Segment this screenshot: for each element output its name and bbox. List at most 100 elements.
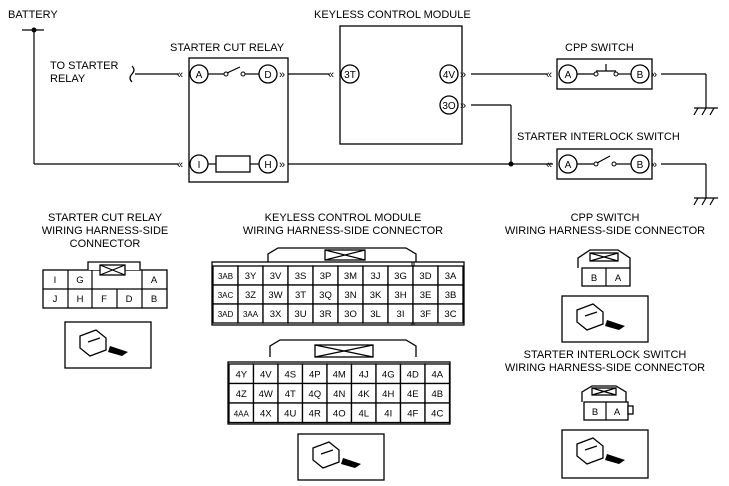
- kcm-lower-cell-label: 4E: [407, 389, 419, 400]
- keyless-module-label: KEYLESS CONTROL MODULE: [314, 9, 471, 21]
- kcm-upper-cell-label: 3L: [370, 309, 381, 320]
- cpp-pin-b-label: B: [637, 70, 644, 81]
- int-contact-right: [611, 161, 617, 167]
- kcm-upper-cell-label: 3P: [320, 271, 332, 282]
- kcm-pin-4v-label: 4V: [443, 70, 456, 81]
- kcm-upper-cell-label: 3B: [445, 290, 457, 301]
- cpp-b-bracket: »: [651, 69, 657, 81]
- kcm-upper-cell-label: 3AC: [218, 291, 234, 300]
- kcm-lower-cell-label: 4R: [309, 408, 321, 419]
- int-pin-b-label: B: [637, 160, 644, 171]
- kcm-upper-cell-label: 3D: [419, 271, 431, 282]
- interlock-connector-title-1: STARTER INTERLOCK SWITCH: [524, 349, 687, 361]
- relay-cell-r1-1: I: [54, 275, 57, 286]
- kcm-lower-cell-label: 4K: [358, 389, 370, 400]
- kcm-lower-cell-label: 4U: [284, 408, 296, 419]
- relay-connector-title-1: STARTER CUT RELAY: [48, 212, 163, 224]
- kcm-connector-title-2: WIRING HARNESS-SIDE CONNECTOR: [243, 225, 443, 237]
- kcm-upper-cell-label: 3F: [420, 309, 431, 320]
- wire-break-symbol: [129, 65, 135, 83]
- kcm-upper-cell-label: 3W: [268, 290, 282, 301]
- battery-label: BATTERY: [8, 9, 58, 21]
- relay-plug-view-icon: [64, 321, 152, 369]
- starter-cut-relay-label: STARTER CUT RELAY: [170, 42, 285, 54]
- relay-cell-r1-2: G: [76, 275, 83, 286]
- cpp-cell-1: B: [591, 273, 597, 284]
- relay-pin-a-label: A: [196, 70, 203, 81]
- kcm-upper-cell-label: 3A: [445, 271, 457, 282]
- kcm-pin-3o: [439, 95, 459, 115]
- kcm-3t-bracket: «: [328, 69, 334, 81]
- kcm-upper-cell-label: 3N: [344, 290, 356, 301]
- kcm-lower-cell-label: 4Y: [235, 369, 247, 380]
- relay-d-bracket: »: [279, 69, 285, 81]
- kcm-lower-cell-label: 4S: [284, 369, 296, 380]
- relay-switch-blade: [226, 66, 241, 74]
- int-b-bracket: »: [651, 159, 657, 171]
- relay-i-bracket: «: [177, 159, 183, 171]
- kcm-upper-cell-label: 3AD: [218, 310, 234, 319]
- relay-a-bracket: «: [177, 69, 183, 81]
- kcm-upper-cell-label: 3S: [295, 271, 307, 282]
- kcm-lower-cell-label: 4T: [285, 389, 296, 400]
- cpp-connector-title-2: WIRING HARNESS-SIDE CONNECTOR: [505, 225, 705, 237]
- int-ground-hatch-1: [693, 197, 699, 206]
- kcm-upper-cell-label: 3H: [394, 290, 406, 301]
- int-ground-hatch-2: [701, 197, 707, 206]
- relay-cell-r2-1: J: [53, 294, 58, 305]
- kcm-upper-cell-label: 3AB: [218, 272, 233, 281]
- interlock-switch-label: STARTER INTERLOCK SWITCH: [517, 131, 680, 143]
- cpp-connector-face: [577, 249, 631, 287]
- kcm-upper-cell-label: 3G: [394, 271, 407, 282]
- interlock-cell-2: A: [614, 407, 621, 418]
- kcm-upper-cell-label: 3Z: [245, 290, 256, 301]
- kcm-4v-bracket: »: [460, 69, 466, 81]
- kcm-lower-cell-label: 4W: [259, 389, 273, 400]
- kcm-upper-cell-label: 3X: [270, 309, 282, 320]
- kcm-lower-cell-label: 4J: [359, 369, 369, 380]
- kcm-lower-cell-label: 4I: [384, 408, 392, 419]
- cpp-a-bracket: «: [546, 69, 552, 81]
- kcm-upper-cell-label: 3M: [344, 271, 357, 282]
- kcm-upper-cell-box: [437, 303, 464, 324]
- int-ground-hatch-3: [709, 197, 715, 206]
- cpp-ground-hatch-3: [709, 107, 715, 116]
- kcm-lower-cell-label: 4G: [382, 369, 395, 380]
- cpp-connector-title-1: CPP SWITCH: [571, 212, 640, 224]
- kcm-upper-cell-label: 3Q: [319, 290, 332, 301]
- kcm-lower-cell-label: 4H: [382, 389, 394, 400]
- kcm-lower-cell-label: 4X: [260, 408, 272, 419]
- kcm-upper-cell-label: 3U: [294, 309, 306, 320]
- int-blade: [596, 155, 611, 164]
- kcm-upper-cell-label: 3R: [319, 309, 331, 320]
- cpp-cell-2: A: [615, 273, 622, 284]
- kcm-upper-cell-label: 3K: [370, 290, 382, 301]
- relay-h-bracket: »: [279, 159, 285, 171]
- kcm-lower-cell-label: 4D: [407, 369, 419, 380]
- interlock-cell-1: B: [592, 407, 598, 418]
- kcm-pin-3t: [340, 64, 360, 84]
- relay-cell-r2-3: F: [101, 294, 107, 305]
- kcm-plug-view-icon: [297, 433, 385, 481]
- relay-cell-r2-2: H: [77, 294, 84, 305]
- kcm-lower-cell-label: 4N: [333, 389, 345, 400]
- interlock-connector-title-2: WIRING HARNESS-SIDE CONNECTOR: [505, 362, 705, 374]
- relay-connector-title-3: CONNECTOR: [70, 238, 141, 250]
- to-starter-label-line1: TO STARTER: [50, 60, 119, 72]
- kcm-lower-cell-label: 4L: [358, 408, 369, 419]
- cpp-contact-right: [613, 71, 619, 77]
- kcm-lower-cell-label: 4O: [333, 408, 346, 419]
- relay-connector-title-2: WIRING HARNESS-SIDE: [42, 225, 169, 237]
- int-a-bracket: «: [546, 159, 552, 171]
- interlock-connector-face: [581, 385, 634, 421]
- kcm-upper-cell-label: 3C: [444, 309, 456, 320]
- kcm-upper-cell-label: 3I: [397, 309, 405, 320]
- relay-switch-contact-right: [240, 71, 246, 77]
- relay-coil: [215, 155, 251, 173]
- cpp-contact-left: [593, 71, 599, 77]
- kcm-upper-cell-label: 3T: [295, 290, 306, 301]
- keyless-module-box: [339, 25, 463, 145]
